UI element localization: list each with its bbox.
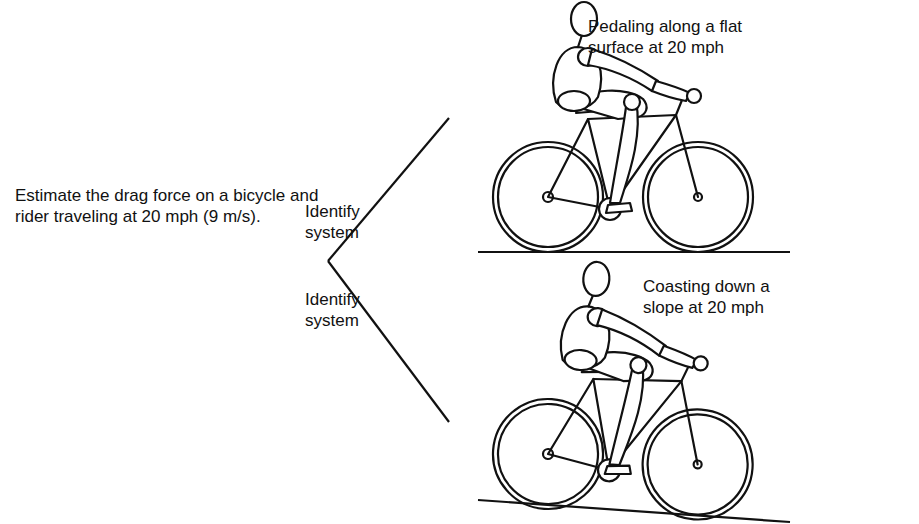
- branch-label: Identify system: [305, 201, 375, 243]
- branch-label: Identify system: [305, 289, 375, 331]
- ground-line: [478, 251, 790, 253]
- case-caption: Coasting down a slope at 20 mph: [643, 276, 803, 318]
- branch-line: [328, 261, 449, 422]
- case-caption: Pedaling along a flat surface at 20 mph: [588, 16, 788, 58]
- problem-statement: Estimate the drag force on a bicycle and…: [15, 185, 335, 227]
